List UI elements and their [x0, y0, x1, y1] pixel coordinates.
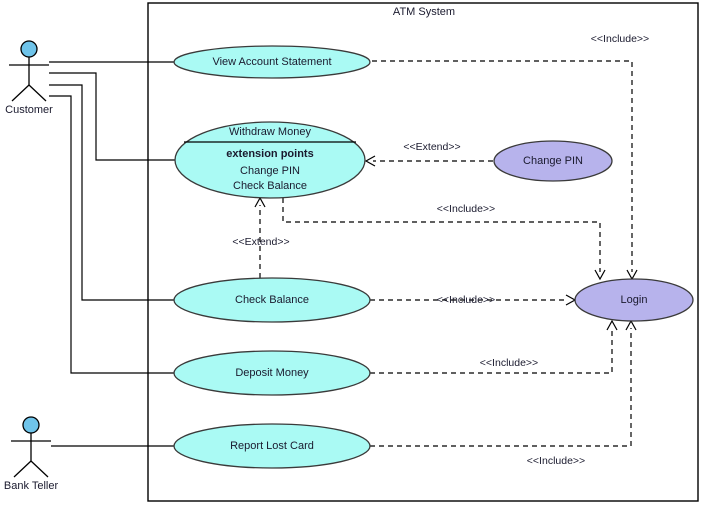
use-case-ellipse-login[interactable]	[574, 278, 694, 322]
use-case-view-account-statement[interactable]: View Account Statement	[173, 45, 371, 79]
dependency-arrowhead-include-deposit-money-login	[606, 319, 618, 331]
use-case-ellipse-change-pin[interactable]	[493, 140, 613, 182]
actor-bank-teller[interactable]: Bank Teller	[4, 416, 59, 492]
use-case-ellipse-deposit-money[interactable]	[173, 350, 371, 396]
extension-point-withdraw-money-1: Check Balance	[233, 180, 307, 192]
use-case-label-check-balance: Check Balance	[235, 294, 309, 306]
use-case-report-lost-card[interactable]: Report Lost Card	[173, 423, 371, 469]
use-case-ellipse-check-balance[interactable]	[173, 277, 371, 323]
system-boundary-rect	[147, 2, 699, 502]
association-customer-deposit-money	[49, 95, 174, 374]
system-boundary-title: ATM System	[393, 6, 455, 18]
actor-leg-left-bank-teller	[13, 460, 32, 478]
use-case-deposit-money[interactable]: Deposit Money	[173, 350, 371, 396]
extension-points-header-withdraw-money: extension points	[226, 148, 313, 160]
dependency-line-include-view-account-statement-login	[372, 60, 633, 272]
actor-leg-right-customer	[28, 84, 47, 102]
dependency-include-report-lost-card-login: <<Include>>	[370, 319, 637, 467]
actor-head-bank-teller	[22, 416, 40, 434]
dependency-line-include-withdraw-money-login	[282, 198, 601, 272]
stereotype-label-include-deposit-money-login: <<Include>>	[480, 357, 538, 369]
use-case-label-change-pin: Change PIN	[523, 155, 583, 167]
use-case-title-withdraw-money: Withdraw Money	[229, 126, 311, 138]
use-case-change-pin[interactable]: Change PIN	[493, 140, 613, 182]
stereotype-label-include-view-account-statement-login: <<Include>>	[591, 33, 649, 45]
use-case-label-deposit-money: Deposit Money	[235, 367, 309, 379]
stereotype-label-extend-change-pin-withdraw-money: <<Extend>>	[403, 141, 460, 153]
stereotype-label-include-withdraw-money-login: <<Include>>	[437, 203, 495, 215]
actor-leg-right-bank-teller	[30, 460, 49, 478]
use-case-label-login: Login	[621, 294, 648, 306]
actor-leg-left-customer	[11, 84, 30, 102]
dependency-include-withdraw-money-login: <<Include>>	[282, 198, 606, 281]
dependency-arrowhead-include-check-balance-login	[565, 294, 577, 306]
dependency-arrowhead-extend-change-pin-withdraw-money	[364, 155, 376, 167]
dependency-line-include-deposit-money-login	[370, 328, 613, 374]
actor-label-bank-teller: Bank Teller	[4, 480, 59, 492]
actor-customer[interactable]: Customer	[5, 40, 53, 116]
dependency-line-include-report-lost-card-login	[370, 328, 632, 447]
association-customer-withdraw-money	[49, 72, 176, 161]
association-lines-group	[49, 61, 176, 447]
dependency-arrowhead-include-withdraw-money-login	[594, 269, 606, 281]
use-case-login[interactable]: Login	[574, 278, 694, 322]
use-case-ellipse-view-account-statement[interactable]	[173, 45, 371, 79]
use-case-check-balance[interactable]: Check Balance	[173, 277, 371, 323]
stereotype-label-include-check-balance-login: <<Include>>	[437, 294, 495, 306]
dependency-lines-group: <<Include>> <<Extend>> <<Include>> <<Extend…	[232, 33, 649, 467]
stereotype-label-include-report-lost-card-login: <<Include>>	[527, 455, 585, 467]
extension-point-withdraw-money-0: Change PIN	[240, 165, 300, 177]
dependency-extend-check-balance-withdraw-money: <<Extend>>	[232, 196, 290, 278]
dependency-include-deposit-money-login: <<Include>>	[370, 319, 618, 374]
use-case-ellipse-withdraw-money[interactable]	[174, 121, 366, 199]
actor-label-customer: Customer	[5, 104, 53, 116]
use-case-label-view-account-statement: View Account Statement	[212, 56, 331, 68]
stereotype-label-extend-check-balance-withdraw-money: <<Extend>>	[232, 236, 289, 248]
actor-head-customer	[20, 40, 38, 58]
use-case-label-report-lost-card: Report Lost Card	[230, 440, 314, 452]
use-case-ellipse-report-lost-card[interactable]	[173, 423, 371, 469]
dependency-extend-change-pin-withdraw-money: <<Extend>>	[364, 141, 493, 167]
dependency-include-check-balance-login: <<Include>>	[370, 294, 577, 306]
association-customer-check-balance	[49, 84, 174, 301]
